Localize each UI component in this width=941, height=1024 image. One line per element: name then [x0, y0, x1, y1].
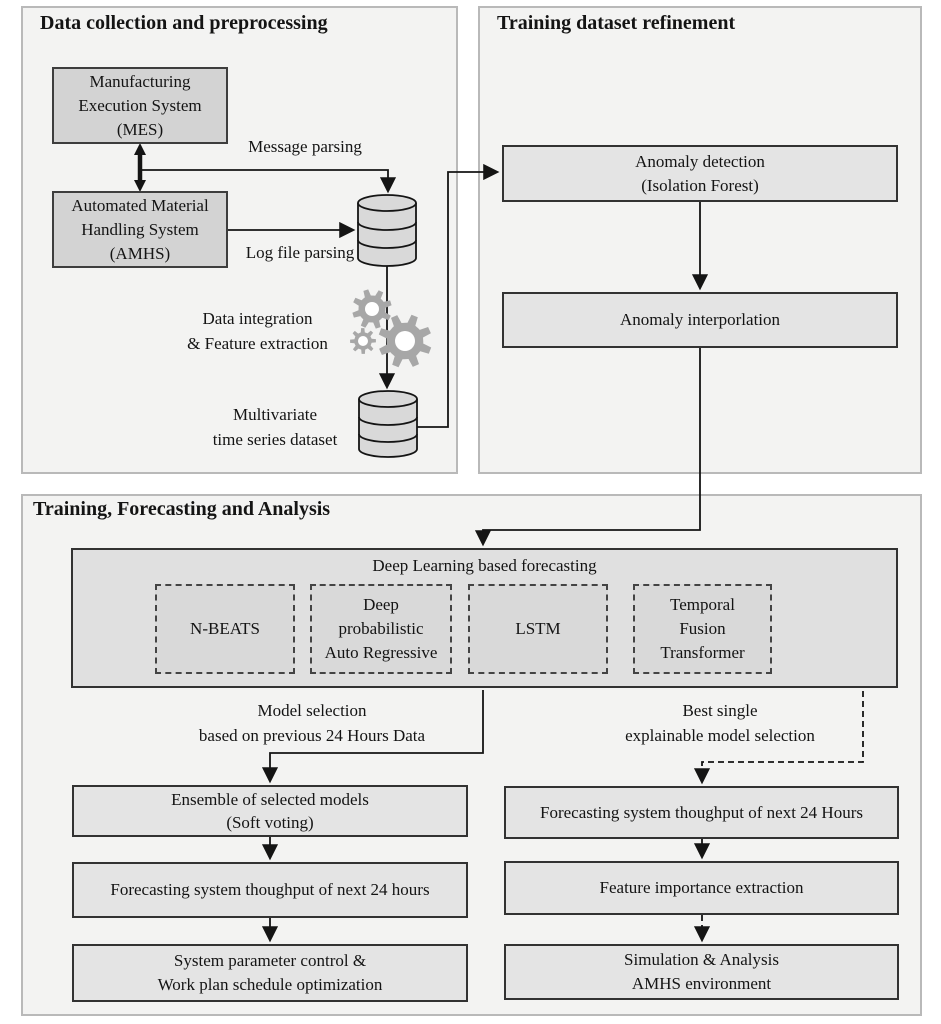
simulation-box: Simulation & Analysis AMHS environment [504, 944, 899, 1000]
amhs-line: Automated Material [71, 195, 209, 215]
database-icon [358, 390, 418, 458]
model-deepar-box: Deep probabilistic Auto Regressive [310, 584, 452, 674]
ensemble-box: Ensemble of selected models (Soft voting… [72, 785, 468, 837]
section-title-training: Training, Forecasting and Analysis [33, 498, 331, 520]
anomaly-interpolation-box: Anomaly interporlation [502, 292, 898, 348]
amhs-line: Handling System [81, 219, 199, 239]
gears-icon [350, 289, 432, 368]
feature-importance-box: Feature importance extraction [504, 861, 899, 915]
amhs-box: Automated Material Handling System (AMHS… [52, 191, 228, 268]
wire-dl-to-ensemble [261, 690, 484, 784]
database-icon [357, 194, 417, 267]
amhs-line: (AMHS) [109, 243, 171, 263]
mes-line: Execution System [78, 95, 202, 115]
model-lstm-box: LSTM [468, 584, 608, 674]
label-model-selection: Model selection based on previous 24 Hou… [198, 701, 426, 745]
deep-learning-box: Deep Learning based forecasting N-BEATS … [71, 548, 898, 688]
forecast-hours-box: Forecasting system thoughput of next 24 … [72, 862, 468, 918]
wire-dataset-to-anomaly [417, 163, 500, 428]
label-data-integration: Data integration & Feature extraction [187, 309, 328, 353]
wire-interpolation-to-dl [474, 348, 701, 547]
forecast-hours-right-box: Forecasting system thoughput of next 24 … [504, 786, 899, 839]
system-control-box: System parameter control & Work plan sch… [72, 944, 468, 1002]
mes-amhs-double-arrow [134, 143, 146, 192]
section-title-refinement: Training dataset refinement [497, 12, 736, 34]
anomaly-detection-box: Anomaly detection (Isolation Forest) [502, 145, 898, 202]
mes-line: Manufacturing [89, 71, 191, 91]
wire-message-parsing [140, 169, 397, 194]
model-tft-box: Temporal Fusion Transformer [633, 584, 772, 674]
mes-box: Manufacturing Execution System (MES) [52, 67, 228, 144]
label-log-file-parsing: Log file parsing [245, 243, 355, 262]
mes-line: (MES) [116, 119, 164, 139]
label-multivariate-dataset: Multivariate time series dataset [212, 405, 338, 449]
deep-learning-title: Deep Learning based forecasting [372, 556, 597, 575]
model-nbeats-box: N-BEATS [155, 584, 295, 674]
label-message-parsing: Message parsing [248, 137, 362, 156]
section-title-data-collection: Data collection and preprocessing [40, 12, 328, 34]
label-best-single: Best single explainable model selection [625, 701, 815, 745]
